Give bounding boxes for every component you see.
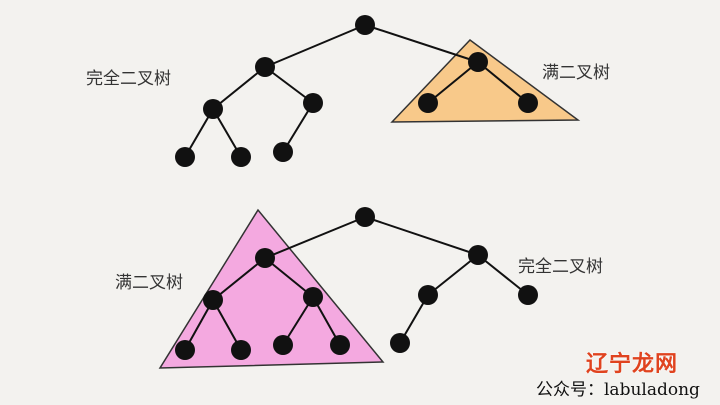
watermark: 辽宁龙网 (586, 352, 679, 377)
label-complete-binary-tree-bottom: 完全二叉树 (518, 257, 603, 277)
label-complete-binary-tree-top: 完全二叉树 (86, 69, 171, 89)
footer-credit: 公众号：labuladong (536, 380, 700, 400)
tree-nodes (175, 15, 538, 360)
label-full-binary-tree-bottom: 满二叉树 (115, 273, 183, 293)
full-binary-tree-highlight-bottom (158, 208, 385, 369)
label-full-binary-tree-top: 满二叉树 (542, 63, 610, 83)
